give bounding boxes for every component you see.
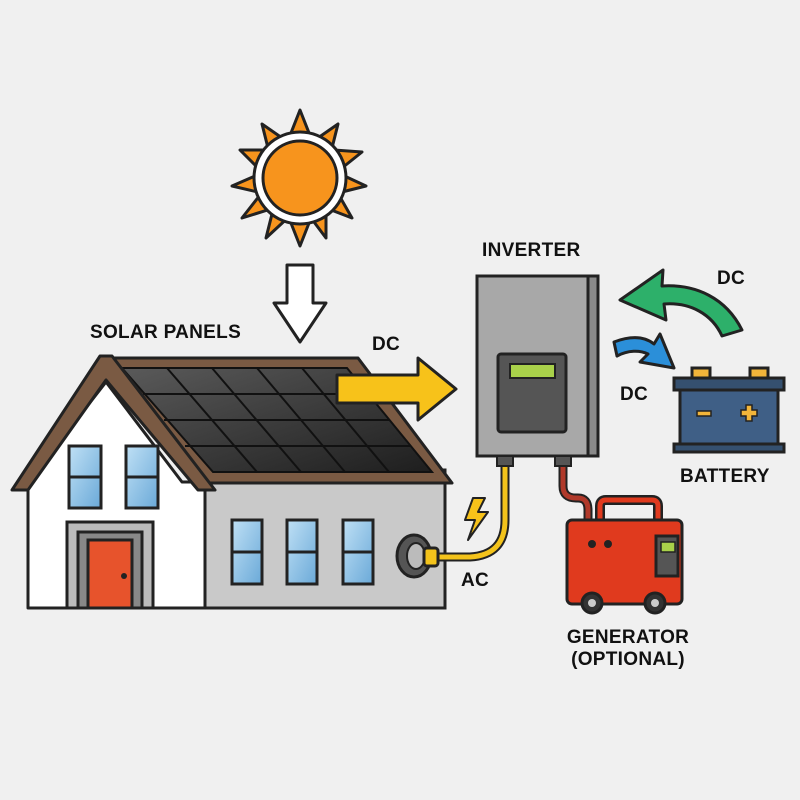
lightning-icon: [464, 497, 489, 541]
dc-label-to-inverter: DC: [372, 334, 401, 355]
inverter-icon: [475, 274, 600, 467]
ac-label: AC: [461, 570, 490, 591]
battery-icon: [672, 366, 786, 454]
dc-label-from-battery: DC: [717, 268, 746, 289]
dc-arrow-to-battery: [612, 332, 676, 370]
generator-label: GENERATOR (OPTIONAL): [548, 627, 708, 671]
down-arrow-icon: [272, 263, 328, 344]
generator-label-line2: (OPTIONAL): [571, 649, 685, 670]
dc-arrow-to-inverter: [335, 356, 458, 422]
generator-label-line1: GENERATOR: [566, 627, 690, 648]
inverter-label: INVERTER: [482, 240, 581, 261]
dc-arrow-from-battery: [618, 268, 744, 338]
generator-cable: [560, 459, 591, 525]
dc-label-to-battery: DC: [620, 384, 649, 405]
generator-icon: [565, 495, 684, 615]
power-outlet-icon: [395, 533, 433, 579]
solar-panels-label: SOLAR PANELS: [90, 322, 242, 343]
sun-icon: [230, 108, 368, 248]
battery-label: BATTERY: [680, 466, 770, 487]
